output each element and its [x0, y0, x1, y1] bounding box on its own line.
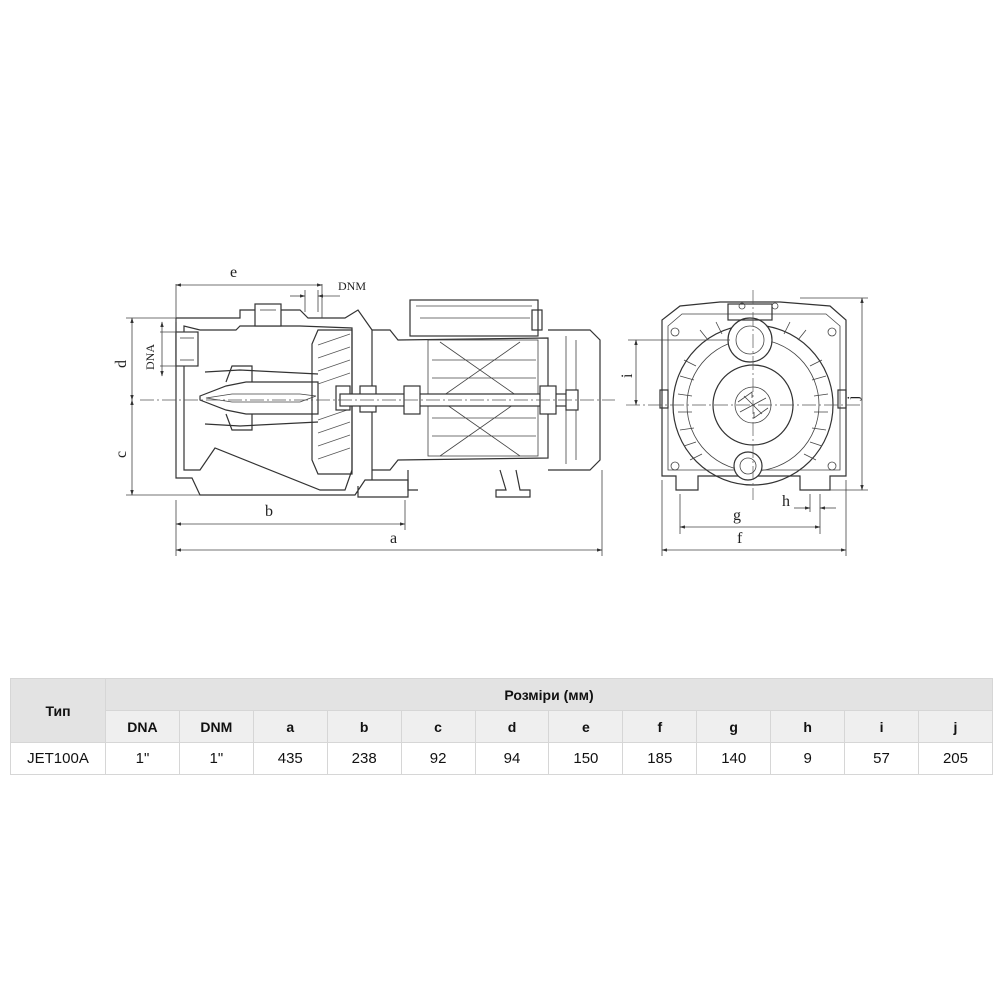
type-header: Тип — [10, 678, 106, 743]
column-header: j — [917, 710, 994, 743]
pump-dimension-drawing: e DNM DNA d c b a — [113, 264, 868, 556]
dimensions-group-header: Розміри (мм) — [105, 678, 993, 711]
table-cell: 9 — [770, 742, 846, 775]
table-cell: 435 — [252, 742, 328, 775]
column-header: h — [770, 710, 846, 743]
type-cell: JET100A — [10, 742, 106, 775]
column-header: f — [622, 710, 698, 743]
label-dnm: DNM — [338, 279, 366, 293]
label-dna: DNA — [143, 344, 157, 370]
column-header: DNM — [178, 710, 254, 743]
dimensions-table: Тип Розміри (мм) DNA DNM a b c d e f g h… — [10, 678, 994, 775]
label-j: j — [845, 396, 862, 401]
table-cell: 1" — [105, 742, 180, 775]
front-view-dimensions: i j h g f — [619, 297, 868, 556]
label-d: d — [113, 360, 130, 368]
label-c: c — [113, 451, 130, 458]
label-b: b — [265, 503, 273, 520]
table-cell: 57 — [844, 742, 919, 775]
column-header: b — [326, 710, 402, 743]
table-cell: 1" — [178, 742, 254, 775]
column-header: e — [548, 710, 624, 743]
table-cell: 92 — [400, 742, 476, 775]
table-cell: 238 — [326, 742, 402, 775]
label-f: f — [737, 530, 743, 547]
table-cell: 150 — [548, 742, 624, 775]
table-cell: 140 — [696, 742, 772, 775]
column-header: c — [400, 710, 476, 743]
column-header: d — [474, 710, 550, 743]
column-header: i — [844, 710, 919, 743]
table-cell: 205 — [917, 742, 994, 775]
label-h: h — [782, 493, 790, 510]
table-cell: 94 — [474, 742, 550, 775]
table-row: JET100A 1" 1" 435 238 92 94 150 185 140 … — [10, 742, 994, 775]
column-header: DNA — [105, 710, 180, 743]
label-a: a — [390, 530, 397, 547]
column-header: g — [696, 710, 772, 743]
label-e: e — [230, 264, 237, 281]
label-i: i — [619, 373, 636, 378]
label-g: g — [733, 507, 741, 524]
side-view — [140, 299, 615, 498]
front-view — [626, 290, 860, 500]
column-header: a — [252, 710, 328, 743]
table-cell: 185 — [622, 742, 698, 775]
side-view-dimensions: e DNM DNA d c b a — [113, 264, 603, 556]
